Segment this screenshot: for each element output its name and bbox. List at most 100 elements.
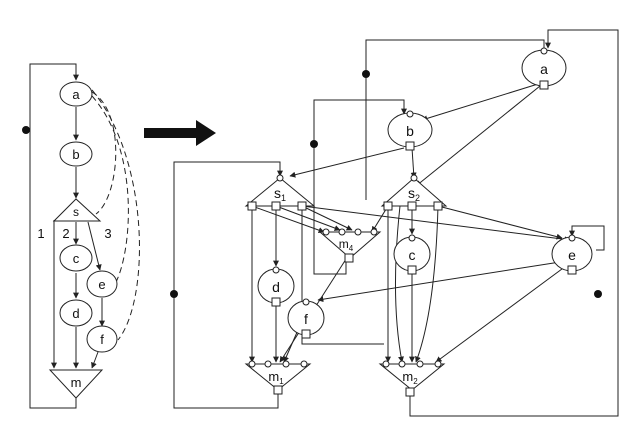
edge-s-e xyxy=(87,221,102,271)
right-node-s2-label: s2 xyxy=(408,185,420,203)
loop-s1-a xyxy=(365,39,545,200)
right-node-b-out-port xyxy=(405,141,415,151)
right-node-s1-subscript: 1 xyxy=(281,193,286,203)
right-node-e-in-port xyxy=(568,234,576,242)
edge-s1-m4-b xyxy=(275,205,341,231)
right-node-s2-in-port xyxy=(410,174,418,182)
edge-s2-m2-c xyxy=(415,205,439,363)
branch-label-3: 3 xyxy=(104,226,111,241)
right-node-a-label: a xyxy=(540,61,548,77)
right-node-c-label: c xyxy=(409,247,416,263)
right-node-m2-in-port-1 xyxy=(382,360,390,368)
loop-e-self xyxy=(569,225,605,251)
left-node-f-label: f xyxy=(100,332,104,347)
right-node-f-out-port xyxy=(301,329,311,339)
right-node-e-out-port xyxy=(567,265,577,275)
left-node-m xyxy=(48,369,104,399)
right-node-m4-letter: m xyxy=(339,237,349,251)
edge-e-f xyxy=(317,261,561,303)
right-node-m1-out-port xyxy=(273,385,283,395)
edge-f-m1 xyxy=(283,329,299,363)
right-node-a-in-port xyxy=(540,47,548,55)
right-node-m4-in-port-3 xyxy=(354,228,362,236)
right-node-d-label: d xyxy=(272,279,280,295)
right-node-m1-in-port-3 xyxy=(282,360,290,368)
edge-s2-e xyxy=(437,205,563,240)
right-node-m1-in-port-2 xyxy=(264,360,272,368)
right-node-s1-port-1 xyxy=(247,201,257,211)
right-node-s2-port-1 xyxy=(383,201,393,211)
edge-b-s1 xyxy=(289,147,405,178)
right-node-m2-in-port-3 xyxy=(416,360,424,368)
right-node-m2 xyxy=(378,363,446,391)
edge-a-b xyxy=(421,83,539,122)
outer-loop-m2-a xyxy=(409,29,619,417)
right-node-m4-subscript: 4 xyxy=(349,244,354,253)
left-node-b-label: b xyxy=(72,147,79,162)
left-node-c xyxy=(59,244,93,272)
branch-label-1: 1 xyxy=(37,226,44,241)
left-node-e-label: e xyxy=(98,277,105,292)
left-node-e xyxy=(86,270,118,298)
left-node-b xyxy=(59,141,93,167)
right-node-m2-in-port-4 xyxy=(434,360,442,368)
left-node-s-label: s xyxy=(73,205,79,219)
edge-f-m xyxy=(91,351,99,369)
left-node-a-label: a xyxy=(72,87,80,102)
loop-s1-m2 xyxy=(301,206,384,345)
right-node-m1-letter: m xyxy=(268,369,279,384)
right-node-s1-label: s1 xyxy=(274,185,286,203)
left-loop-edge xyxy=(29,63,79,409)
right-node-s1-letter: s xyxy=(274,185,281,201)
right-node-m1-label: m1 xyxy=(268,369,284,386)
edge-e-m2 xyxy=(435,265,567,363)
left-node-a xyxy=(59,81,93,107)
right-node-b-in-port xyxy=(406,110,414,118)
edge-s1-m4-a xyxy=(251,205,325,233)
dashed-edge-a-e xyxy=(91,95,129,283)
right-node-e-label: e xyxy=(568,247,576,263)
right-node-m1-in-port-1 xyxy=(248,360,256,368)
left-graph: a b s c e d f m 1 2 3 xyxy=(22,63,140,409)
loop-bullet-top xyxy=(362,70,370,78)
right-node-m2-in-port-2 xyxy=(398,360,406,368)
right-node-f-in-port xyxy=(302,298,310,306)
right-node-s2-port-2 xyxy=(407,201,417,211)
dashed-edge-a-s xyxy=(91,91,117,215)
edge-s1-m4-c xyxy=(301,205,353,231)
loop-m1-s1 xyxy=(173,161,283,409)
right-node-d-out-port xyxy=(271,297,281,307)
right-node-m2-out-port xyxy=(405,387,415,397)
edge-a-s2 xyxy=(415,85,541,187)
right-node-s1-port-2 xyxy=(271,201,281,211)
right-arrow-icon xyxy=(144,120,216,146)
left-node-c-label: c xyxy=(73,251,80,266)
right-node-m1-in-port-4 xyxy=(300,360,308,368)
branch-label-2: 2 xyxy=(62,226,69,241)
right-node-c-out-port xyxy=(407,265,417,275)
right-node-m4-label: m4 xyxy=(339,237,354,253)
left-node-d xyxy=(59,299,93,327)
right-node-a-out-port xyxy=(539,80,549,90)
edge-s2-m2-b xyxy=(395,205,404,363)
edge-b-s2 xyxy=(410,147,417,179)
left-node-f xyxy=(86,325,118,353)
right-node-c-in-port xyxy=(408,234,416,242)
right-node-m2-letter: m xyxy=(402,369,413,384)
edge-s1-e xyxy=(301,205,571,243)
right-node-s2-subscript: 2 xyxy=(415,193,420,203)
right-node-s2-port-3 xyxy=(433,201,443,211)
left-node-s xyxy=(52,198,102,222)
right-graph: a b s1 s2 m4 c xyxy=(170,29,619,417)
loop-bullet-left xyxy=(170,290,178,298)
right-node-s1-port-3 xyxy=(297,201,307,211)
dashed-edge-a-f xyxy=(91,89,140,341)
right-node-m4 xyxy=(318,231,382,259)
right-node-f-label: f xyxy=(304,311,308,327)
left-node-d-label: d xyxy=(72,306,79,321)
right-node-m2-label: m2 xyxy=(402,369,418,386)
left-node-m-label: m xyxy=(71,375,82,390)
right-node-m2-subscript: 2 xyxy=(413,377,418,386)
right-node-s2-letter: s xyxy=(408,185,415,201)
